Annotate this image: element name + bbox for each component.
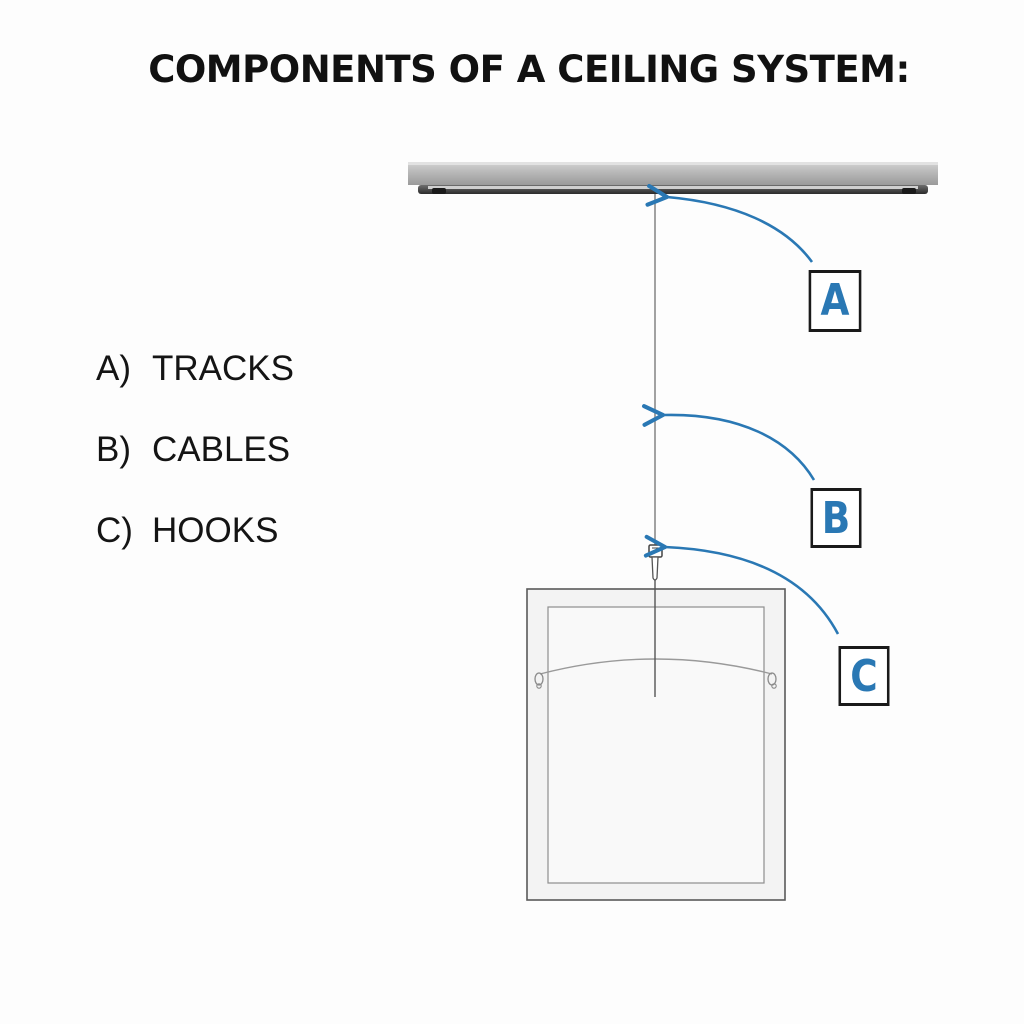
- callout-arrow-c: [643, 534, 840, 635]
- callout-label-c: C: [838, 646, 890, 706]
- diagram-title: COMPONENTS OF A CEILING SYSTEM:: [148, 48, 910, 91]
- legend-letter: C): [96, 511, 133, 550]
- frame-mat: [547, 606, 765, 884]
- legend-item-tracks: A) TRACKS: [96, 349, 294, 389]
- track-body: [408, 162, 938, 185]
- legend-letter: B): [96, 430, 131, 469]
- callout-label-a: A: [808, 270, 862, 332]
- legend-label: HOOKS: [152, 511, 279, 550]
- callout-arrow-b: [641, 404, 816, 481]
- wire-eyelet-left: [534, 672, 544, 689]
- track-highlight: [408, 162, 938, 165]
- track-channel-lip: [428, 186, 918, 189]
- legend-item-hooks: C) HOOKS: [96, 511, 278, 551]
- track-end-cap-right: [902, 188, 916, 194]
- track-end-cap-left: [432, 188, 446, 194]
- legend-label: CABLES: [152, 430, 291, 469]
- picture-frame: [526, 588, 786, 901]
- legend-label: TRACKS: [152, 349, 294, 388]
- legend-item-cables: B) CABLES: [96, 430, 290, 470]
- callout-arrow-a: [645, 183, 814, 263]
- legend-letter: A): [96, 349, 131, 388]
- wire-eyelet-right: [767, 672, 777, 689]
- ceiling-track: [408, 162, 938, 194]
- callout-label-b: B: [810, 488, 862, 548]
